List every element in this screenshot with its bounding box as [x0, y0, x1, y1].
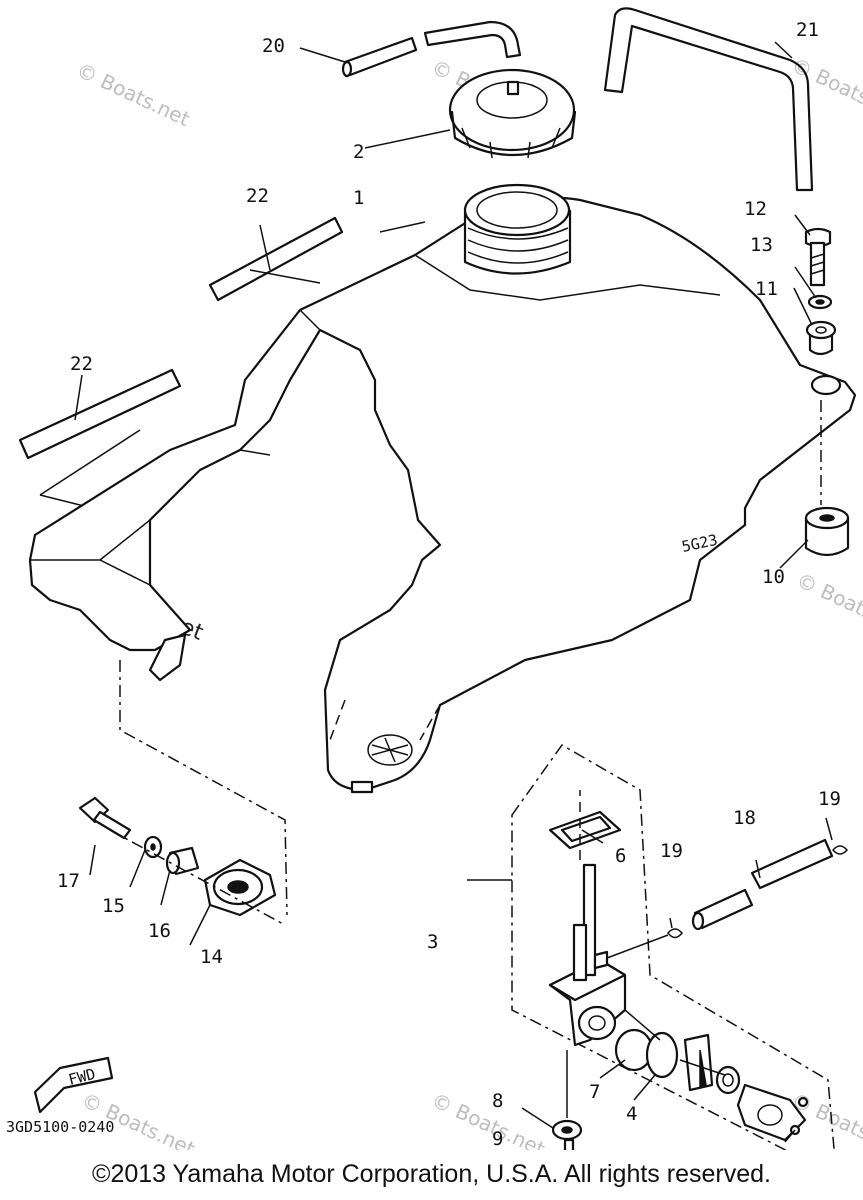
hose-part-20 — [341, 20, 522, 78]
callout-20: 20 — [262, 35, 285, 57]
callout-2: 2 — [353, 141, 364, 163]
callout-3: 3 — [427, 931, 438, 953]
callout-9: 9 — [492, 1128, 503, 1150]
callout-22a: 22 — [246, 185, 269, 207]
callout-12: 12 — [744, 198, 767, 220]
callout-7: 7 — [589, 1081, 600, 1103]
grommet-part-10 — [804, 506, 850, 557]
callout-19b: 19 — [818, 788, 841, 810]
callout-labels: 1 2 3 4 5 6 7 8 9 10 11 12 13 14 15 16 1… — [57, 19, 841, 1150]
leader-lines — [74, 41, 833, 1143]
callout-19a: 19 — [660, 840, 683, 862]
copyright-notice: ©2013 Yamaha Motor Corporation, U.S.A. A… — [92, 1160, 771, 1188]
callout-17: 17 — [57, 870, 80, 892]
washer-part-13 — [807, 294, 833, 310]
callout-15: 15 — [102, 895, 125, 917]
fuel-tank-part-1: 5G23 — [28, 183, 857, 794]
hose-part-18 — [691, 838, 834, 931]
callout-16: 16 — [148, 920, 171, 942]
strap-part-21 — [603, 7, 814, 192]
watermark: © Boats.net — [428, 1088, 549, 1150]
bolt-part-12 — [804, 227, 832, 287]
callout-1: 1 — [353, 187, 364, 209]
fuel-cock-part-3 — [511, 744, 835, 1150]
bolt-part-17 — [78, 796, 132, 840]
fuel-cap-part-2 — [448, 68, 577, 159]
collar-part-16 — [165, 846, 200, 876]
callout-6: 6 — [615, 845, 626, 867]
watermark: © Boats.net — [788, 53, 863, 126]
mount-dash-line-left — [109, 660, 288, 926]
watermark: © Boats.net — [73, 58, 194, 131]
callout-10: 10 — [762, 566, 785, 588]
collar-part-11 — [805, 320, 837, 356]
callout-18: 18 — [733, 807, 756, 829]
callout-8: 8 — [492, 1090, 503, 1112]
callout-11: 11 — [755, 278, 778, 300]
callout-22b: 22 — [70, 353, 93, 375]
pad-part-22-upper — [208, 216, 344, 302]
diagram-code: 3GD5100-0240 — [6, 1118, 114, 1136]
washer-part-15 — [143, 835, 163, 859]
watermark: © Boats.net — [793, 568, 863, 641]
fuel-tank-exploded-diagram: © Boats.net © Boats.net © Boats.net © Bo… — [6, 7, 863, 1150]
callout-21: 21 — [796, 19, 819, 41]
callout-14: 14 — [200, 946, 223, 968]
callout-13: 13 — [750, 234, 773, 256]
grommet-part-14 — [203, 858, 277, 917]
callout-4: 4 — [626, 1103, 637, 1125]
clip-part-19 — [606, 845, 848, 959]
pad-part-22-lower — [18, 368, 182, 511]
